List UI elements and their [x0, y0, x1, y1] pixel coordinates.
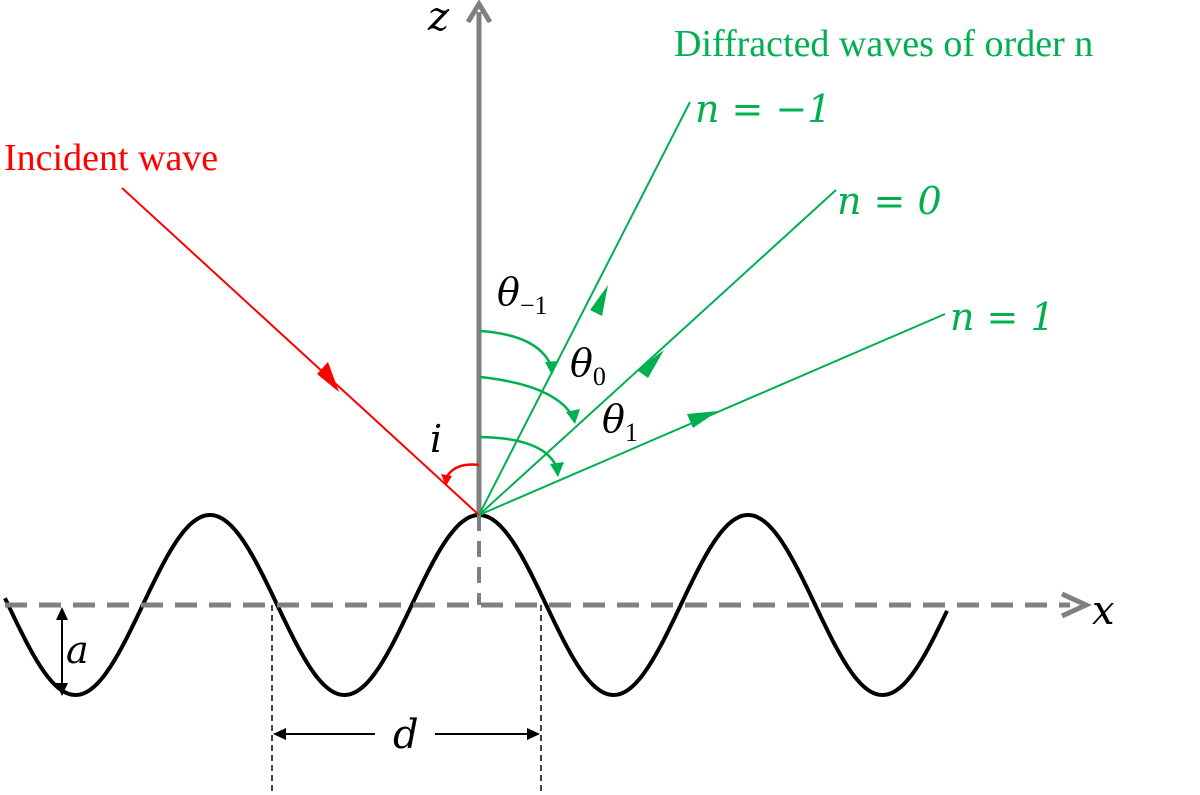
diffracted-title: Diffracted waves of order n — [674, 23, 1093, 65]
amplitude-arrowhead-top — [56, 607, 68, 620]
incident-ray — [121, 187, 480, 516]
angle-arc-1 — [479, 435, 559, 469]
angle-arc-minus1-head — [545, 361, 558, 375]
angle-arc-0 — [479, 375, 575, 418]
order-1-label: n = 1 — [950, 295, 1055, 339]
period-arrowhead-left — [273, 728, 286, 740]
ray-minus1-arrowhead — [590, 285, 608, 316]
ray-order-minus1 — [478, 101, 691, 516]
theta-0-label: θ0 — [570, 341, 606, 391]
angle-arc-0-head — [566, 409, 580, 424]
theta-minus1-label: θ−1 — [497, 270, 548, 320]
x-axis-label: x — [1092, 588, 1115, 634]
theta-1-label: θ1 — [602, 397, 638, 447]
order-0-label: n = 0 — [837, 179, 942, 223]
amplitude-label: a — [66, 628, 89, 672]
angle-arc-1-head — [550, 462, 564, 477]
incident-arrowhead — [317, 362, 339, 392]
incident-wave-label: Incident wave — [4, 137, 218, 179]
z-axis-arrowhead — [465, 0, 493, 24]
x-axis-arrowhead — [1060, 591, 1093, 619]
ray-1-arrowhead — [687, 411, 718, 428]
amplitude-arrowhead-bottom — [56, 683, 68, 696]
incidence-angle-label: i — [430, 417, 442, 461]
ray-order-0 — [478, 189, 837, 516]
incidence-angle-arrowhead — [441, 474, 452, 486]
order-minus1-label: n = −1 — [695, 87, 832, 131]
ray-0-arrowhead — [637, 350, 664, 378]
angle-arc-minus1 — [479, 329, 554, 369]
z-axis-label: z — [427, 0, 450, 40]
periodic-surface — [3, 512, 949, 698]
period-label: d — [393, 712, 419, 758]
period-arrowhead-right — [527, 728, 540, 740]
